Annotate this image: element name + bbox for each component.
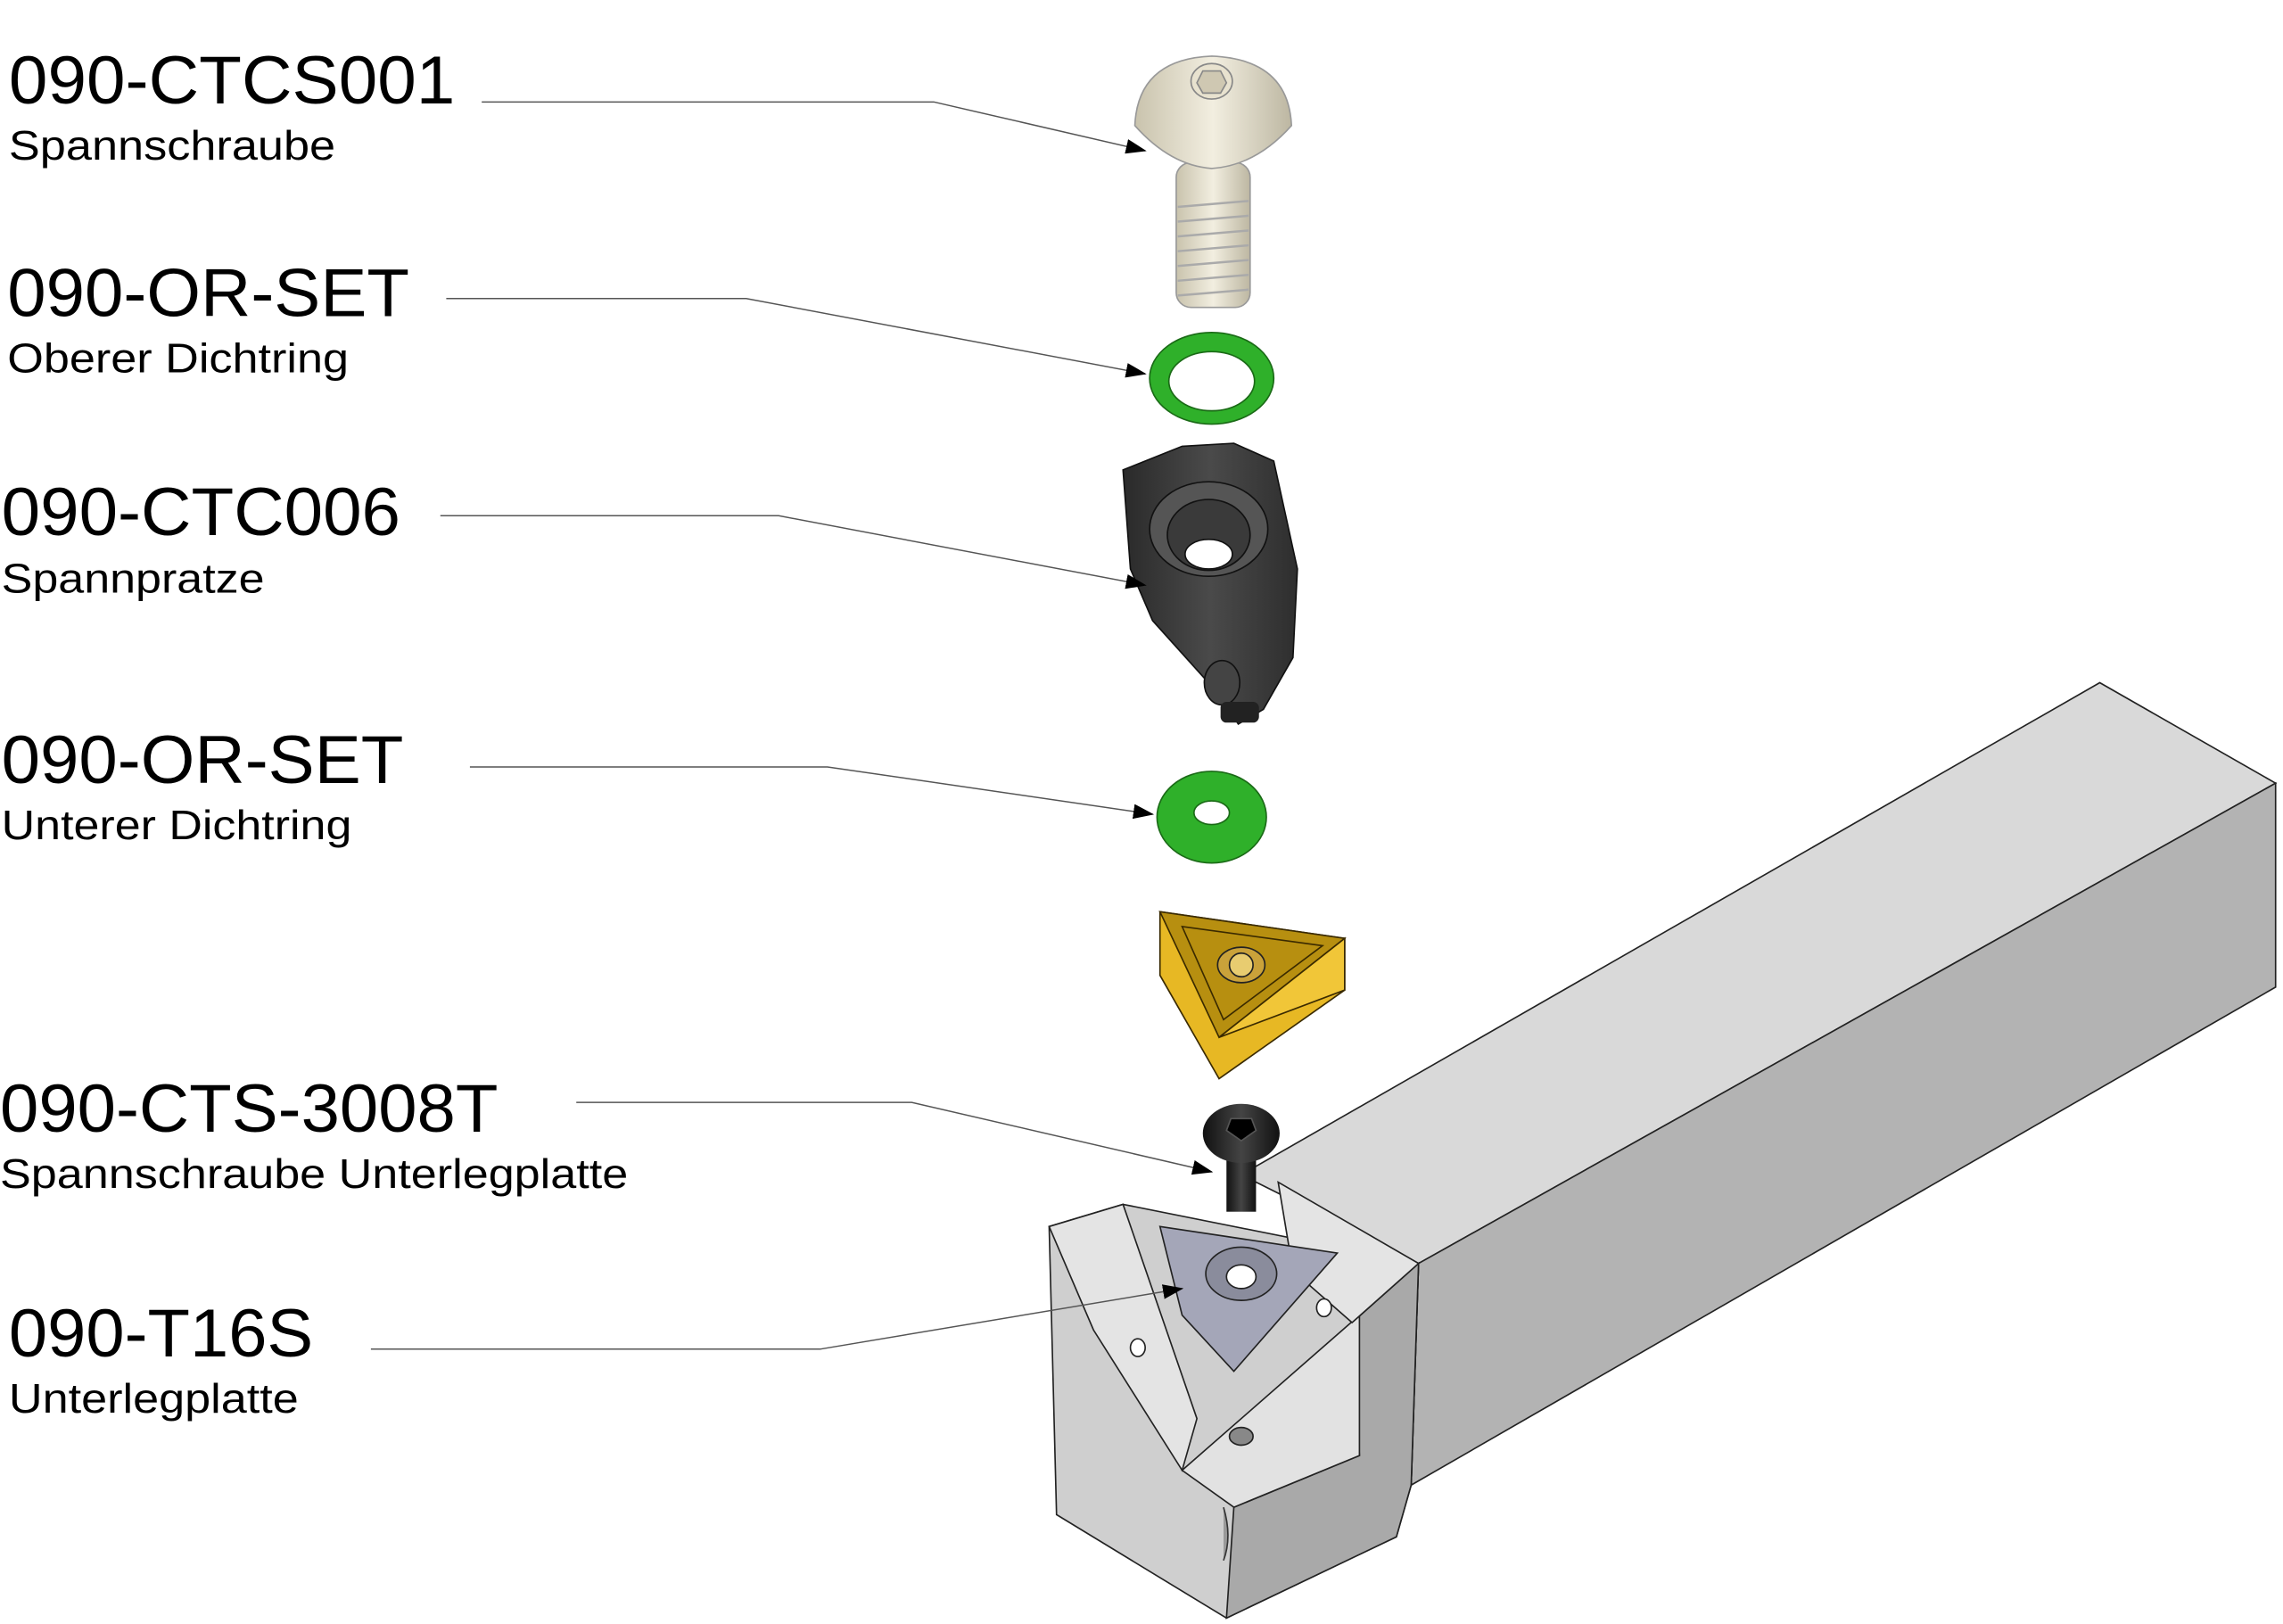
- clamp-part: [1122, 442, 1298, 726]
- tool-holder: [1048, 681, 2278, 1620]
- part-name-label: Spannschraube Unterlegplatte: [0, 1150, 628, 1197]
- part-name-label: Unterlegplatte: [9, 1375, 299, 1422]
- part-name-label: Oberer Dichtring: [7, 335, 349, 382]
- leader-line-3: [440, 515, 1147, 589]
- leader-line-5: [576, 1101, 1214, 1175]
- part-number-label: 090-CTC006: [2, 474, 400, 550]
- leader-line-1: [482, 101, 1147, 154]
- clamping-screw-part: [1133, 55, 1293, 309]
- part-number-label: 090-OR-SET: [7, 256, 409, 332]
- part-number-label: 090-OR-SET: [2, 722, 404, 798]
- part-number-label: 090-CTCS001: [9, 43, 455, 119]
- lower-seal-ring-part: [1156, 771, 1267, 864]
- part-name-label: Spannschraube: [9, 122, 335, 169]
- upper-seal-ring-part: [1149, 331, 1275, 425]
- leader-line-4: [469, 766, 1155, 820]
- part-number-label: 090-T16S: [9, 1296, 313, 1372]
- leader-line-2: [446, 297, 1147, 378]
- part-name-label: Unterer Dichtring: [2, 802, 352, 848]
- leader-line-6: [370, 1284, 1184, 1350]
- part-number-label: 090-CTS-3008T: [0, 1071, 498, 1147]
- shim-screw-part: [1202, 1103, 1280, 1212]
- part-name-label: Spannpratze: [2, 555, 265, 601]
- insert-part: [1158, 911, 1347, 1080]
